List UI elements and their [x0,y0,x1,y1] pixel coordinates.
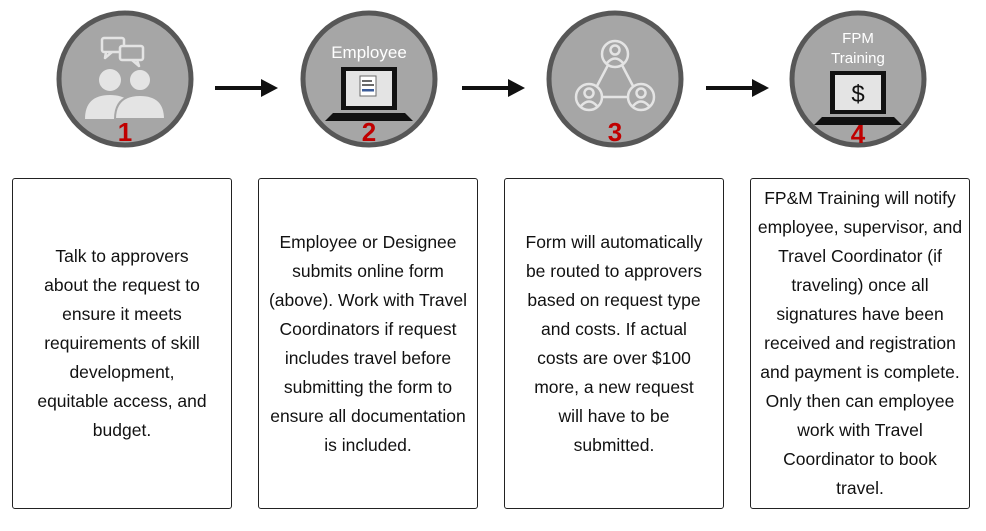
step-1-description: Talk to approvers about the request to e… [37,246,207,440]
step-number: 1 [118,117,132,147]
step-4-icon-circle: FPM Training $ 4 [788,9,928,149]
laptop-dollar-icon: FPM Training $ 4 [789,10,927,149]
step-number: 4 [851,119,866,149]
arrow-right-icon [462,75,526,101]
approver-network-icon: 3 [546,10,684,148]
step-1-icon-circle: 1 [55,9,195,149]
icon-label: Employee [331,43,407,62]
step-3-icon-circle: 3 [545,9,685,149]
step-2-icon-circle: Employee 2 [299,9,439,149]
step-1-description-box: Talk to approvers about the request to e… [12,178,232,509]
step-2-description: Employee or Designee submits online form… [268,231,468,455]
icon-label-line-2: Training [831,50,885,67]
laptop-form-icon: Employee 2 [300,10,438,148]
step-2-description-box: Employee or Designee submits online form… [258,178,478,509]
people-chat-icon: 1 [56,10,194,148]
arrow-right-icon [706,75,770,101]
step-4-description: FP&M Training will notify employee, supe… [757,188,963,498]
step-3-description-box: Form will automatically be routed to app… [504,178,724,509]
step-3-description: Form will automatically be routed to app… [525,231,703,455]
step-number: 3 [608,117,622,147]
step-4-description-box: FP&M Training will notify employee, supe… [750,178,970,509]
dollar-icon: $ [851,81,864,108]
icon-label-line-1: FPM [842,30,874,47]
arrow-right-icon [215,75,279,101]
step-number: 2 [362,117,376,147]
